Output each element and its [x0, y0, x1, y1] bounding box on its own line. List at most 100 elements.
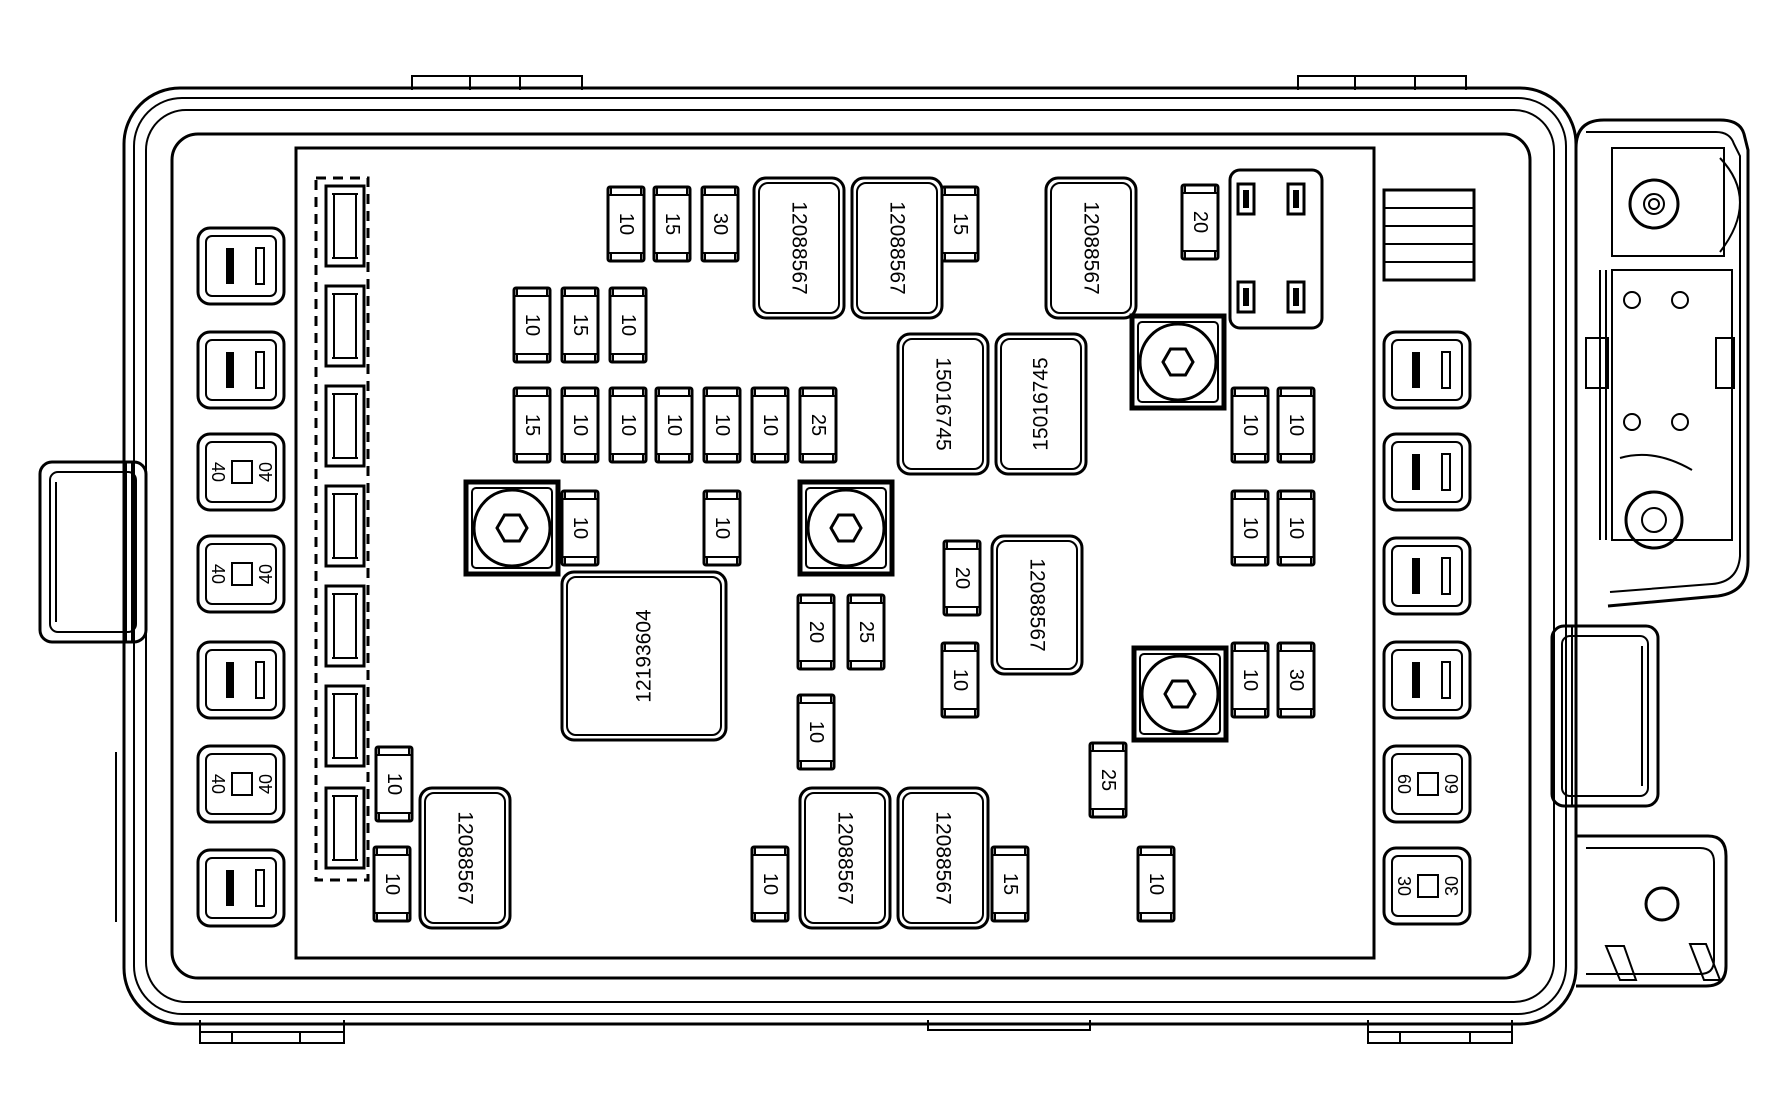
relay: 12193604 — [560, 570, 728, 742]
mini-fuse-rating: 15 — [569, 314, 591, 336]
mini-fuse: 10 — [1136, 845, 1176, 923]
mini-fuse: 15 — [652, 185, 692, 263]
large-blade-fuse — [196, 640, 286, 720]
relay: 15016745 — [994, 332, 1088, 476]
bolt-terminal — [1131, 645, 1229, 743]
mini-fuse-rating: 10 — [383, 773, 405, 795]
maxi-fuse-label: 40 — [256, 564, 276, 584]
maxi-fuse-m4: 60 60 — [1382, 744, 1472, 824]
relay-part-number: 12088567 — [932, 811, 955, 904]
relay-part-number: 15016745 — [932, 357, 955, 450]
mini-fuse: 20 — [942, 539, 982, 617]
mini-fuse-rating: 10 — [805, 721, 827, 743]
mini-fuse-rating: 10 — [617, 414, 639, 436]
mini-fuse: 25 — [846, 593, 886, 671]
maxi-fuse-label: 40 — [208, 564, 228, 584]
mini-fuse-rating: 15 — [949, 213, 971, 235]
mini-fuse: 10 — [512, 286, 552, 364]
mini-fuse-rating: 10 — [615, 213, 637, 235]
large-blade-fuse — [1382, 432, 1472, 512]
mini-fuse: 10 — [1230, 489, 1270, 567]
large-blade-fuse — [1382, 640, 1472, 720]
relay-part-number: 15016745 — [1030, 357, 1053, 450]
jcase-fuse-column — [314, 176, 370, 882]
relay-part-number: 12088567 — [834, 811, 857, 904]
relay: 15016745 — [896, 332, 990, 476]
relay-part-number: 12088567 — [886, 201, 909, 294]
mini-fuse-rating: 25 — [807, 414, 829, 436]
jcase-fuse-slot — [324, 184, 366, 268]
mini-fuse: 30 — [700, 185, 740, 263]
jcase-fuse-slot — [324, 484, 366, 568]
mini-fuse: 10 — [1230, 641, 1270, 719]
mini-fuse-rating: 15 — [999, 873, 1021, 895]
relay: 12088567 — [896, 786, 990, 930]
maxi-fuse-label: 30 — [1442, 876, 1462, 896]
mini-fuse-rating: 10 — [617, 314, 639, 336]
mini-fuse-rating: 10 — [711, 517, 733, 539]
large-blade-fuse — [196, 330, 286, 410]
mini-fuse-rating: 10 — [569, 414, 591, 436]
mini-fuse-rating: 20 — [951, 567, 973, 589]
large-blade-fuse — [196, 226, 286, 306]
mini-fuse-rating: 10 — [949, 669, 971, 691]
relay: 12088567 — [850, 176, 944, 320]
mini-fuse: 10 — [608, 386, 648, 464]
mini-fuse-rating: 10 — [759, 414, 781, 436]
jcase-fuse-slot — [324, 584, 366, 668]
relay-part-number: 12088567 — [1080, 201, 1103, 294]
mini-fuse-rating: 20 — [1189, 211, 1211, 233]
relay-part-number: 12088567 — [788, 201, 811, 294]
mini-fuse: 10 — [606, 185, 646, 263]
relay-part-number: 12088567 — [454, 811, 477, 904]
mini-fuse-rating: 20 — [805, 621, 827, 643]
fuse-block-housing — [38, 75, 1750, 1044]
mini-fuse: 15 — [990, 845, 1030, 923]
relay: 12088567 — [990, 534, 1084, 676]
jcase-fuse-slot — [324, 384, 366, 468]
mini-fuse: 10 — [1230, 386, 1270, 464]
mini-fuse-rating: 25 — [1097, 769, 1119, 791]
mini-fuse: 10 — [560, 489, 600, 567]
maxi-fuse-label: 40 — [256, 462, 276, 482]
mini-fuse-rating: 10 — [1239, 517, 1261, 539]
relays-layer: 12088567 12088567 12088567 15016745 15016745… — [418, 176, 1138, 930]
maxi-fuse-label: 40 — [208, 774, 228, 794]
mini-fuse: 10 — [750, 845, 790, 923]
mini-fuse: 25 — [1088, 741, 1128, 819]
mini-fuse: 20 — [1180, 183, 1220, 261]
diode-socket — [1228, 168, 1324, 330]
right-large-fuses: 60 60 30 30 — [1382, 330, 1472, 926]
mini-fuse-rating: 10 — [1285, 517, 1307, 539]
mini-fuse: 10 — [796, 693, 836, 771]
mini-fuse-rating: 10 — [663, 414, 685, 436]
mini-fuse-rating: 10 — [1145, 873, 1167, 895]
jcase-fuse-slot — [324, 786, 366, 870]
mini-fuse: 10 — [702, 489, 742, 567]
mini-fuse: 20 — [796, 593, 836, 671]
large-blade-fuse — [196, 848, 286, 928]
relay-part-number: 12193604 — [633, 609, 656, 703]
maxi-fuse-label: 60 — [1442, 774, 1462, 794]
mini-fuse: 10 — [560, 386, 600, 464]
mini-fuse-rating: 25 — [855, 621, 877, 643]
mini-fuse: 10 — [1276, 489, 1316, 567]
jcase-fuse-slot — [324, 684, 366, 768]
mini-fuse-rating: 10 — [1239, 669, 1261, 691]
bolt-terminal — [1129, 313, 1227, 411]
mini-fuse: 10 — [608, 286, 648, 364]
mini-fuse-rating: 10 — [1285, 414, 1307, 436]
mini-fuse: 15 — [560, 286, 600, 364]
striped-label-block — [1382, 188, 1476, 282]
relay: 12088567 — [798, 786, 892, 930]
bolt-terminal — [463, 479, 561, 577]
mini-fuse-rating: 10 — [711, 414, 733, 436]
maxi-fuse-label: 40 — [256, 774, 276, 794]
mini-fuse-rating: 10 — [381, 873, 403, 895]
mini-fuse: 10 — [374, 745, 414, 823]
bolt-terminal — [797, 479, 895, 577]
relay: 12088567 — [418, 786, 512, 930]
mini-fuse: 10 — [372, 845, 412, 923]
